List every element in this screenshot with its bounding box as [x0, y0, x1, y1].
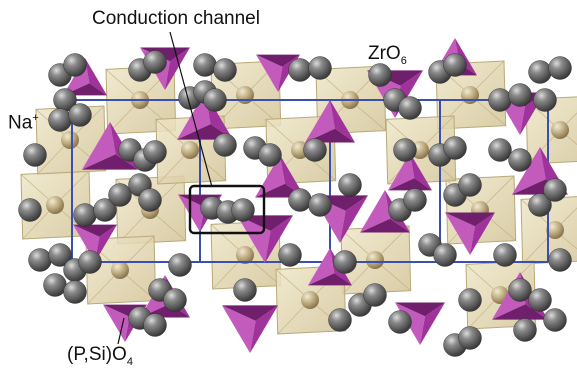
- zr-atom: [551, 121, 569, 139]
- conduction-channel-pointer: [169, 31, 213, 188]
- sodium-ion: [488, 138, 512, 162]
- sodium-ion: [458, 326, 482, 350]
- sodium-ion: [443, 136, 467, 160]
- sodium-ion: [363, 283, 387, 307]
- sodium-ion: [328, 308, 352, 332]
- sodium-ion: [63, 53, 87, 77]
- sodium-label-superscript: +: [32, 112, 39, 124]
- psio4-label: (P,Si)O4: [67, 345, 133, 368]
- sodium-ion: [48, 108, 72, 132]
- sodium-ion: [93, 198, 117, 222]
- sodium-ion: [508, 278, 532, 302]
- sodium-ion: [488, 88, 512, 112]
- zro6-octahedron: [85, 235, 157, 305]
- sodium-ion: [68, 103, 92, 127]
- unit-cell-outline: [71, 99, 549, 263]
- sodium-ion: [368, 63, 392, 87]
- annotation-layer: [117, 31, 266, 345]
- zr-atom: [46, 196, 64, 214]
- sodium-label-base: Na: [8, 112, 33, 134]
- psio4-tetrahedron: [222, 305, 278, 353]
- sodium-ion: [108, 183, 132, 207]
- sodium-ion: [403, 188, 427, 212]
- zr-atom: [236, 86, 254, 104]
- zr-atom: [111, 261, 129, 279]
- sodium-ion: [28, 248, 52, 272]
- sodium-ion: [398, 96, 422, 120]
- sodium-ion: [288, 188, 312, 212]
- sodium-ion: [193, 53, 217, 77]
- conduction-channel-box: [188, 184, 266, 235]
- sodium-ion: [78, 250, 102, 274]
- sodium-ion: [528, 60, 552, 84]
- zr-atom: [366, 251, 384, 269]
- zro6-label-base: ZrO: [368, 43, 401, 64]
- sodium-ion: [308, 193, 332, 217]
- sodium-ion: [548, 248, 572, 272]
- sodium-ion: [533, 88, 557, 112]
- zr-atom: [546, 221, 564, 239]
- sodium-ion: [393, 138, 417, 162]
- sodium-ions-layer: [18, 50, 572, 357]
- sodium-ion: [73, 203, 97, 227]
- sodium-ion: [258, 143, 282, 167]
- sodium-ion: [23, 143, 47, 167]
- sodium-ion-label: Na+: [8, 112, 39, 134]
- sodium-ion: [288, 58, 312, 82]
- sodium-ion: [513, 318, 537, 342]
- sodium-ion: [18, 198, 42, 222]
- conduction-channel-label: Conduction channel: [92, 8, 260, 29]
- psio4-label-subscript: 4: [126, 355, 133, 368]
- sodium-ion: [48, 243, 72, 267]
- sodium-ion: [278, 243, 302, 267]
- sodium-ion: [528, 193, 552, 217]
- sodium-ion: [508, 83, 532, 107]
- zr-atom: [61, 131, 79, 149]
- zr-atom: [236, 246, 254, 264]
- sodium-ion: [308, 56, 332, 80]
- sodium-ion: [543, 308, 567, 332]
- sodium-ion: [458, 173, 482, 197]
- sodium-ion: [231, 198, 255, 222]
- sodium-ion: [433, 243, 457, 267]
- sodium-ion: [543, 178, 567, 202]
- sodium-ion: [213, 58, 237, 82]
- psio4-pointer: [117, 317, 125, 345]
- zro6-label: ZrO6: [368, 44, 407, 67]
- zr-atom: [461, 86, 479, 104]
- sodium-ion: [548, 56, 572, 80]
- sodium-ion: [303, 138, 327, 162]
- psio4-label-base: (P,Si)O: [67, 344, 127, 365]
- psio4-tetrahedron: [445, 212, 495, 255]
- sodium-ion: [443, 53, 467, 77]
- sodium-ion: [233, 278, 257, 302]
- psio4-tetrahedron: [388, 153, 432, 191]
- sodium-ion: [63, 280, 87, 304]
- sodium-ion: [213, 133, 237, 157]
- sodium-ion: [163, 288, 187, 312]
- sodium-ion: [143, 140, 167, 164]
- sodium-ion: [333, 250, 357, 274]
- sodium-ion: [338, 173, 362, 197]
- sodium-ion: [203, 88, 227, 112]
- zro6-label-subscript: 6: [400, 54, 407, 67]
- sodium-ion: [43, 273, 67, 297]
- zr-atom: [181, 141, 199, 159]
- sodium-ion: [138, 188, 162, 212]
- sodium-ion: [388, 310, 412, 334]
- sodium-ion: [493, 243, 517, 267]
- sodium-ion: [528, 288, 552, 312]
- sodium-ion: [508, 148, 532, 172]
- sodium-ion: [458, 288, 482, 312]
- sodium-ion: [143, 313, 167, 337]
- sodium-ion: [168, 253, 192, 277]
- zr-atom: [301, 291, 319, 309]
- sodium-ion: [143, 50, 167, 74]
